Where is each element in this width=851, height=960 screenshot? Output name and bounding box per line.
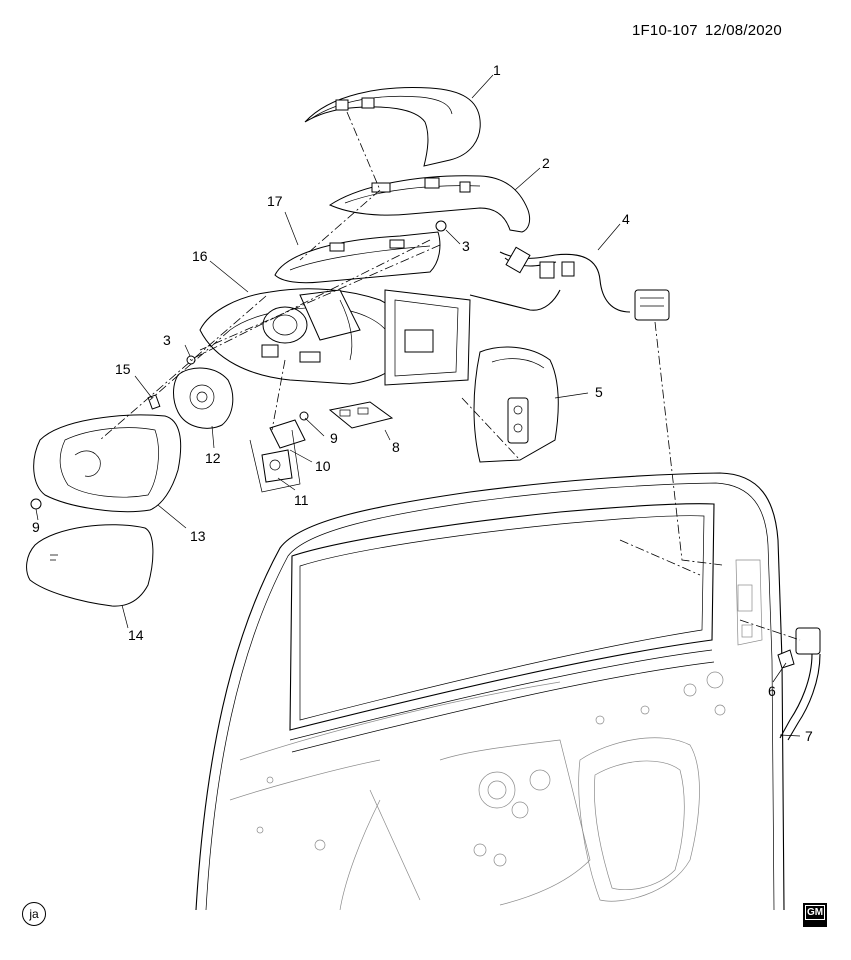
callout-9-upper: 9 — [330, 430, 338, 446]
callout-13: 13 — [190, 528, 206, 544]
callout-3-lower: 3 — [163, 332, 171, 348]
part-16-mirror-housing — [199, 288, 407, 385]
callout-14: 14 — [128, 627, 144, 643]
callout-3-upper: 3 — [462, 238, 470, 254]
part-4-wiring-harness — [469, 246, 670, 321]
diagram-header: 1F10-107 12/08/2020 — [632, 22, 789, 39]
part-14-mirror-glass — [26, 524, 154, 607]
callout-labels: 1 2 3 3 4 5 6 7 8 9 9 10 11 12 13 14 15 … — [32, 62, 813, 744]
assembly-guides — [99, 111, 801, 641]
part-17-lower-cover — [274, 231, 441, 284]
callout-8: 8 — [392, 439, 400, 455]
callout-5: 5 — [595, 384, 603, 400]
part-5-mount-bracket — [384, 289, 559, 463]
callout-6: 6 — [768, 683, 776, 699]
part-8-plate — [328, 401, 394, 429]
callout-10: 10 — [315, 458, 331, 474]
leader-lines — [35, 74, 801, 737]
part-7-door-harness — [779, 627, 821, 741]
part-12-glass-actuator — [173, 367, 234, 429]
part-10-11-actuator — [249, 419, 306, 493]
door-frame — [195, 472, 785, 911]
callout-11: 11 — [294, 492, 309, 508]
callout-12: 12 — [205, 450, 221, 466]
callout-7: 7 — [805, 728, 813, 744]
callout-2: 2 — [542, 155, 550, 171]
illustrator-badge: ja — [22, 902, 46, 926]
callout-9-lower: 9 — [32, 519, 40, 535]
diagram-date: 12/08/2020 — [704, 22, 782, 39]
callout-15: 15 — [115, 361, 131, 377]
diagram-id: 1F10-107 — [632, 22, 698, 39]
callout-17: 17 — [267, 193, 283, 209]
callout-1: 1 — [493, 62, 501, 78]
callout-16: 16 — [192, 248, 208, 264]
gm-logo: GM — [803, 903, 827, 927]
part-13-mirror-frame — [33, 414, 182, 513]
callout-4: 4 — [622, 211, 630, 227]
part-1-mirror-cover — [304, 87, 481, 167]
part-2-cover-housing — [328, 175, 531, 233]
